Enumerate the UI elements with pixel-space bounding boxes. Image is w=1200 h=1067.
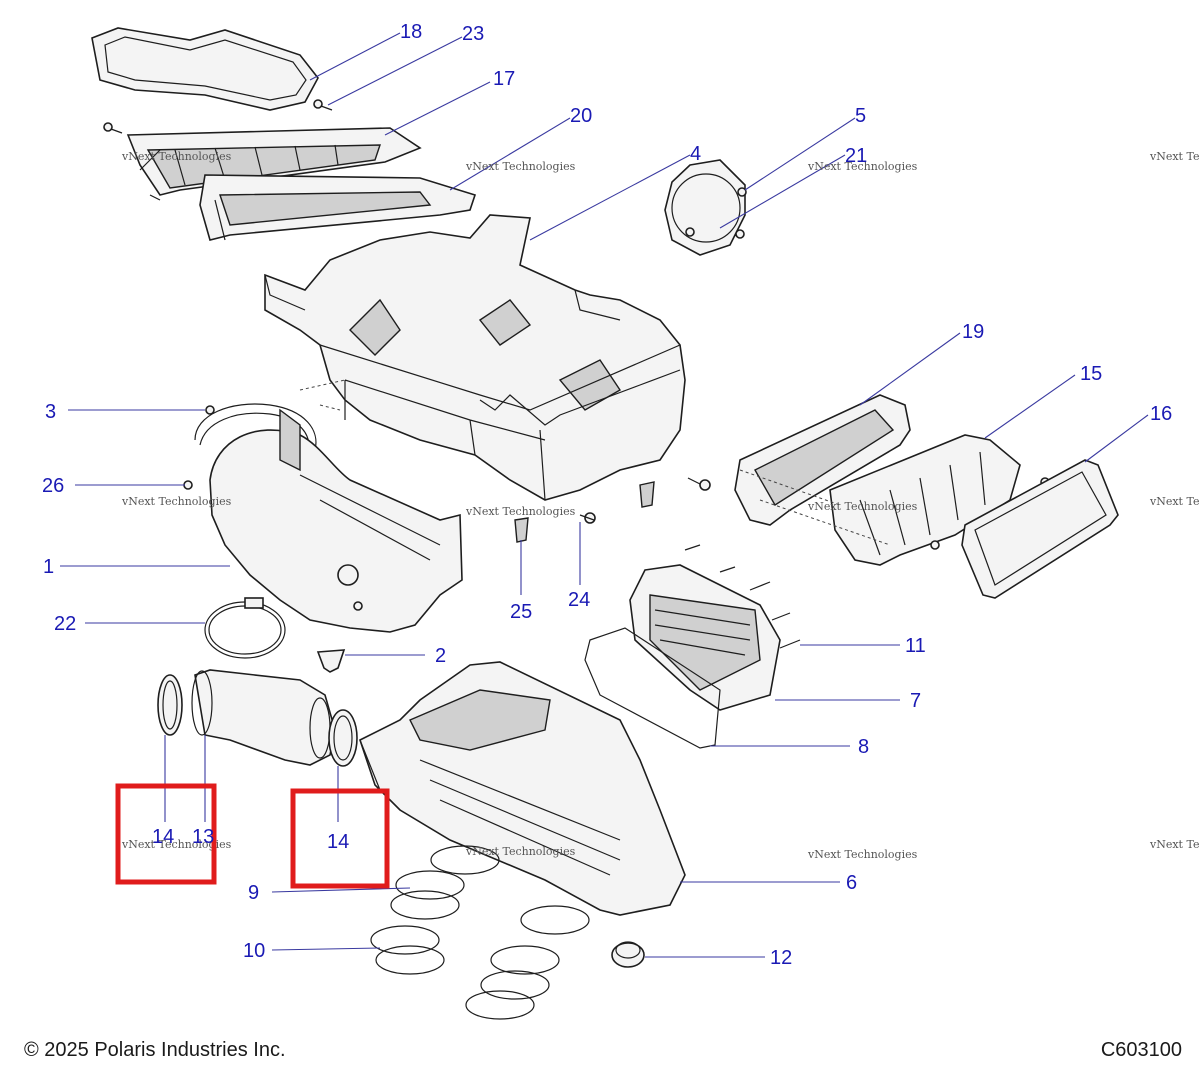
svg-text:vNext Technologies: vNext Technologies	[1149, 495, 1200, 508]
part-22-clamp	[204, 597, 286, 659]
callout-5[interactable]: 5	[855, 105, 866, 127]
callout-22[interactable]: 22	[54, 613, 76, 635]
callout-3[interactable]: 3	[45, 401, 56, 423]
svg-text:vNext Technologies: vNext Technologies	[121, 838, 232, 851]
callout-24[interactable]: 24	[568, 589, 590, 611]
part-7-air-filter	[629, 564, 781, 711]
callout-14-left[interactable]: 14	[152, 826, 174, 848]
assembly-dashed-lines	[299, 379, 891, 546]
callout-9[interactable]: 9	[248, 882, 259, 904]
part-20-duct-frame	[199, 174, 477, 241]
copyright-text: © 2025 Polaris Industries Inc.	[24, 1039, 286, 1061]
svg-text:vNext Technologies: vNext Technologies	[1149, 150, 1200, 163]
callout-8[interactable]: 8	[858, 736, 869, 758]
callout-19[interactable]: 19	[962, 321, 984, 343]
highlight-box-right	[290, 788, 390, 889]
part-2-grommet	[316, 649, 346, 673]
figure-code: C603100	[1100, 1039, 1182, 1061]
part-21-screws	[685, 187, 747, 239]
callout-23[interactable]: 23	[462, 23, 484, 45]
part-26-screw	[183, 480, 193, 490]
callout-7[interactable]: 7	[910, 690, 921, 712]
part-14-ring-right	[328, 709, 358, 767]
highlight-box-left	[115, 783, 217, 885]
callout-15[interactable]: 15	[1080, 363, 1102, 385]
callout-25[interactable]: 25	[510, 601, 532, 623]
svg-text:vNext Technologies: vNext Technologies	[807, 500, 918, 513]
callout-16[interactable]: 16	[1150, 403, 1172, 425]
part-18-gasket	[91, 27, 319, 111]
svg-text:vNext Technologies: vNext Technologies	[807, 848, 918, 861]
part-5-gasket-ring	[664, 159, 746, 256]
svg-text:vNext Technologies: vNext Technologies	[465, 505, 576, 518]
part-11-screws	[684, 544, 801, 649]
callout-2[interactable]: 2	[435, 645, 446, 667]
part-4-airbox-cover	[264, 214, 686, 501]
callout-10[interactable]: 10	[243, 940, 265, 962]
part-10-clamps-couplers	[370, 905, 590, 1020]
callout-13[interactable]: 13	[192, 826, 214, 848]
svg-text:vNext Technologies: vNext Technologies	[465, 845, 576, 858]
part-25-fasteners	[514, 481, 655, 543]
callout-17[interactable]: 17	[493, 68, 515, 90]
callout-1[interactable]: 1	[43, 556, 54, 578]
part-8-seal	[584, 627, 721, 749]
svg-text:vNext Technologies: vNext Technologies	[121, 495, 232, 508]
part-1-intake-tube	[209, 408, 463, 633]
callout-26[interactable]: 26	[42, 475, 64, 497]
part-19-filter-frame	[734, 394, 911, 526]
callout-12[interactable]: 12	[770, 947, 792, 969]
part-16-gasket	[961, 459, 1119, 599]
part-23-screw	[103, 99, 333, 134]
callout-18[interactable]: 18	[400, 21, 422, 43]
part-15-filter	[829, 434, 1050, 566]
svg-text:vNext Technologies: vNext Technologies	[465, 160, 576, 173]
callout-6[interactable]: 6	[846, 872, 857, 894]
part-12-plug	[611, 941, 645, 968]
part-13-coupler-tube	[191, 669, 336, 766]
callout-21[interactable]: 21	[845, 145, 867, 167]
svg-text:vNext Technologies: vNext Technologies	[807, 160, 918, 173]
callout-labels: 18 23 17 20 4 5 21 19 15 16 3 26 1 22 2 …	[42, 21, 1172, 969]
leader-lines	[60, 32, 1149, 958]
svg-text:vNext Technologies: vNext Technologies	[1149, 838, 1200, 851]
callout-20[interactable]: 20	[570, 105, 592, 127]
part-9-clamps	[390, 845, 500, 920]
watermarks: vNext Technologies vNext Technologies vN…	[121, 150, 1200, 861]
callout-11[interactable]: 11	[905, 635, 926, 657]
callout-14-right[interactable]: 14	[327, 831, 349, 853]
part-6-airbox	[359, 661, 686, 916]
part-3-clamp	[194, 403, 317, 453]
part-24-bolts	[579, 477, 711, 524]
part-14-ring-left	[157, 674, 183, 736]
svg-text:vNext Technologies: vNext Technologies	[121, 150, 232, 163]
callout-4[interactable]: 4	[690, 143, 701, 165]
